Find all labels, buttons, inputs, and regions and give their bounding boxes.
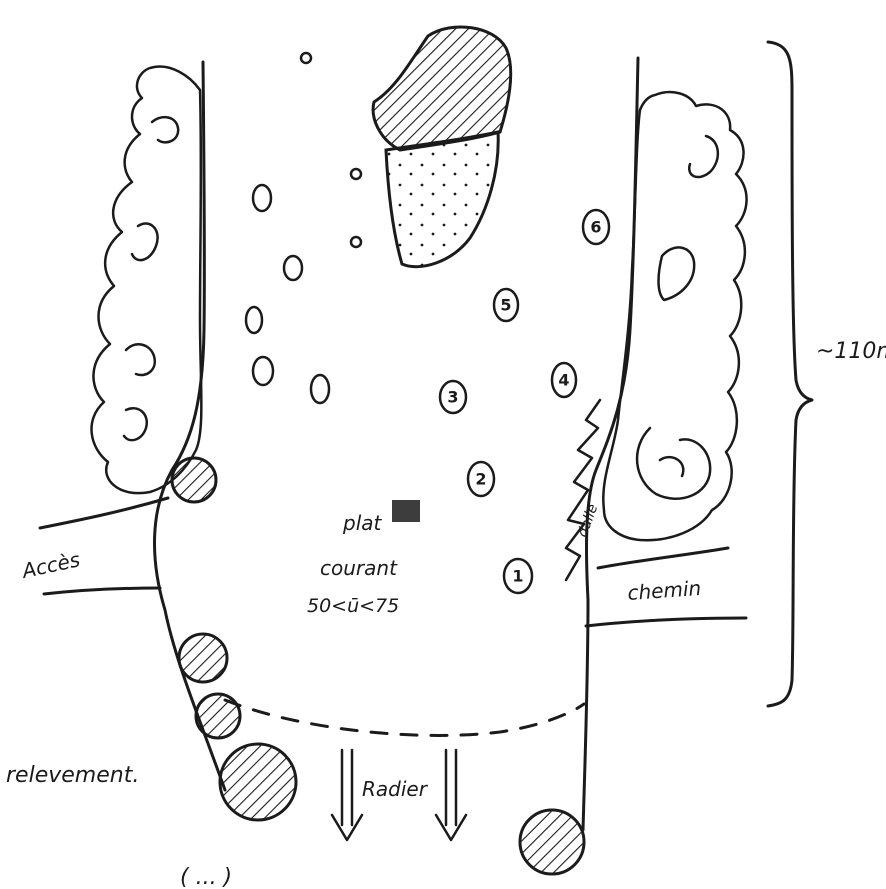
station-number: 5: [500, 296, 511, 315]
left-vegetation-detail-2: [132, 223, 158, 260]
left-vegetation-detail-4: [124, 408, 147, 440]
down-arrow-icon: [332, 750, 362, 840]
boulder: [253, 357, 273, 385]
boulder: [351, 237, 361, 247]
hatched-boulder: [179, 634, 227, 682]
ink-smudge: [392, 500, 420, 522]
large-block-hatched: [373, 27, 511, 150]
station-number: 1: [512, 567, 523, 586]
right-vegetation-detail-2: [659, 247, 695, 300]
weir-dashed-line: [225, 700, 584, 735]
station-marker: 2: [468, 462, 494, 496]
hatched-boulder: [520, 810, 584, 874]
chemin-top: [598, 548, 728, 568]
boulder: [284, 256, 302, 280]
releve-label: relevement.: [6, 763, 139, 788]
left-vegetation-detail-1: [152, 117, 178, 142]
hatched-boulder: [172, 458, 216, 502]
access-label: Accès: [18, 547, 82, 583]
station-marker: 4: [552, 363, 576, 397]
hatched-boulder: [196, 694, 240, 738]
dalle-label: dalle: [575, 502, 602, 539]
right-vegetation: [603, 92, 746, 540]
boulder-outlines: [246, 53, 361, 403]
flow-label-line1: plat: [342, 511, 383, 535]
chemin-bottom: [586, 618, 746, 626]
station-marker: 6: [583, 210, 609, 244]
access-road-top: [40, 498, 168, 528]
dalle-slab: [566, 400, 600, 580]
right-vegetation-detail-1: [689, 136, 718, 177]
station-marker: 5: [494, 289, 518, 321]
height-label: ~110m: [816, 339, 886, 364]
boulder: [253, 185, 271, 211]
boulder: [351, 169, 361, 179]
radier-label: Radier: [362, 777, 429, 801]
flow-label-line2: courant: [320, 556, 398, 580]
right-vegetation-detail-3: [637, 428, 710, 499]
down-arrow-icon: [436, 750, 466, 840]
left-vegetation-detail-3: [126, 344, 155, 375]
station-marker: 1: [504, 559, 532, 593]
boulder: [301, 53, 311, 63]
boulder: [311, 375, 329, 403]
access-road-bottom: [44, 588, 160, 594]
right-vegetation-detail-4: [660, 457, 683, 476]
station-number: 4: [558, 371, 569, 390]
height-bracket: [768, 42, 812, 706]
large-block-shadow: [386, 132, 498, 267]
left-bank-line: [155, 62, 225, 790]
bottom-cut-text: ( ... ): [180, 865, 232, 889]
right-bank-line: [583, 58, 638, 830]
chemin-label: chemin: [627, 576, 702, 605]
station-number: 3: [447, 388, 458, 407]
station-number: 2: [475, 470, 486, 489]
hatched-boulder: [220, 744, 296, 820]
station-number: 6: [590, 218, 601, 237]
boulder: [246, 307, 262, 333]
flow-label-line3: 50<ū<75: [307, 595, 399, 617]
station-marker: 3: [440, 381, 466, 413]
